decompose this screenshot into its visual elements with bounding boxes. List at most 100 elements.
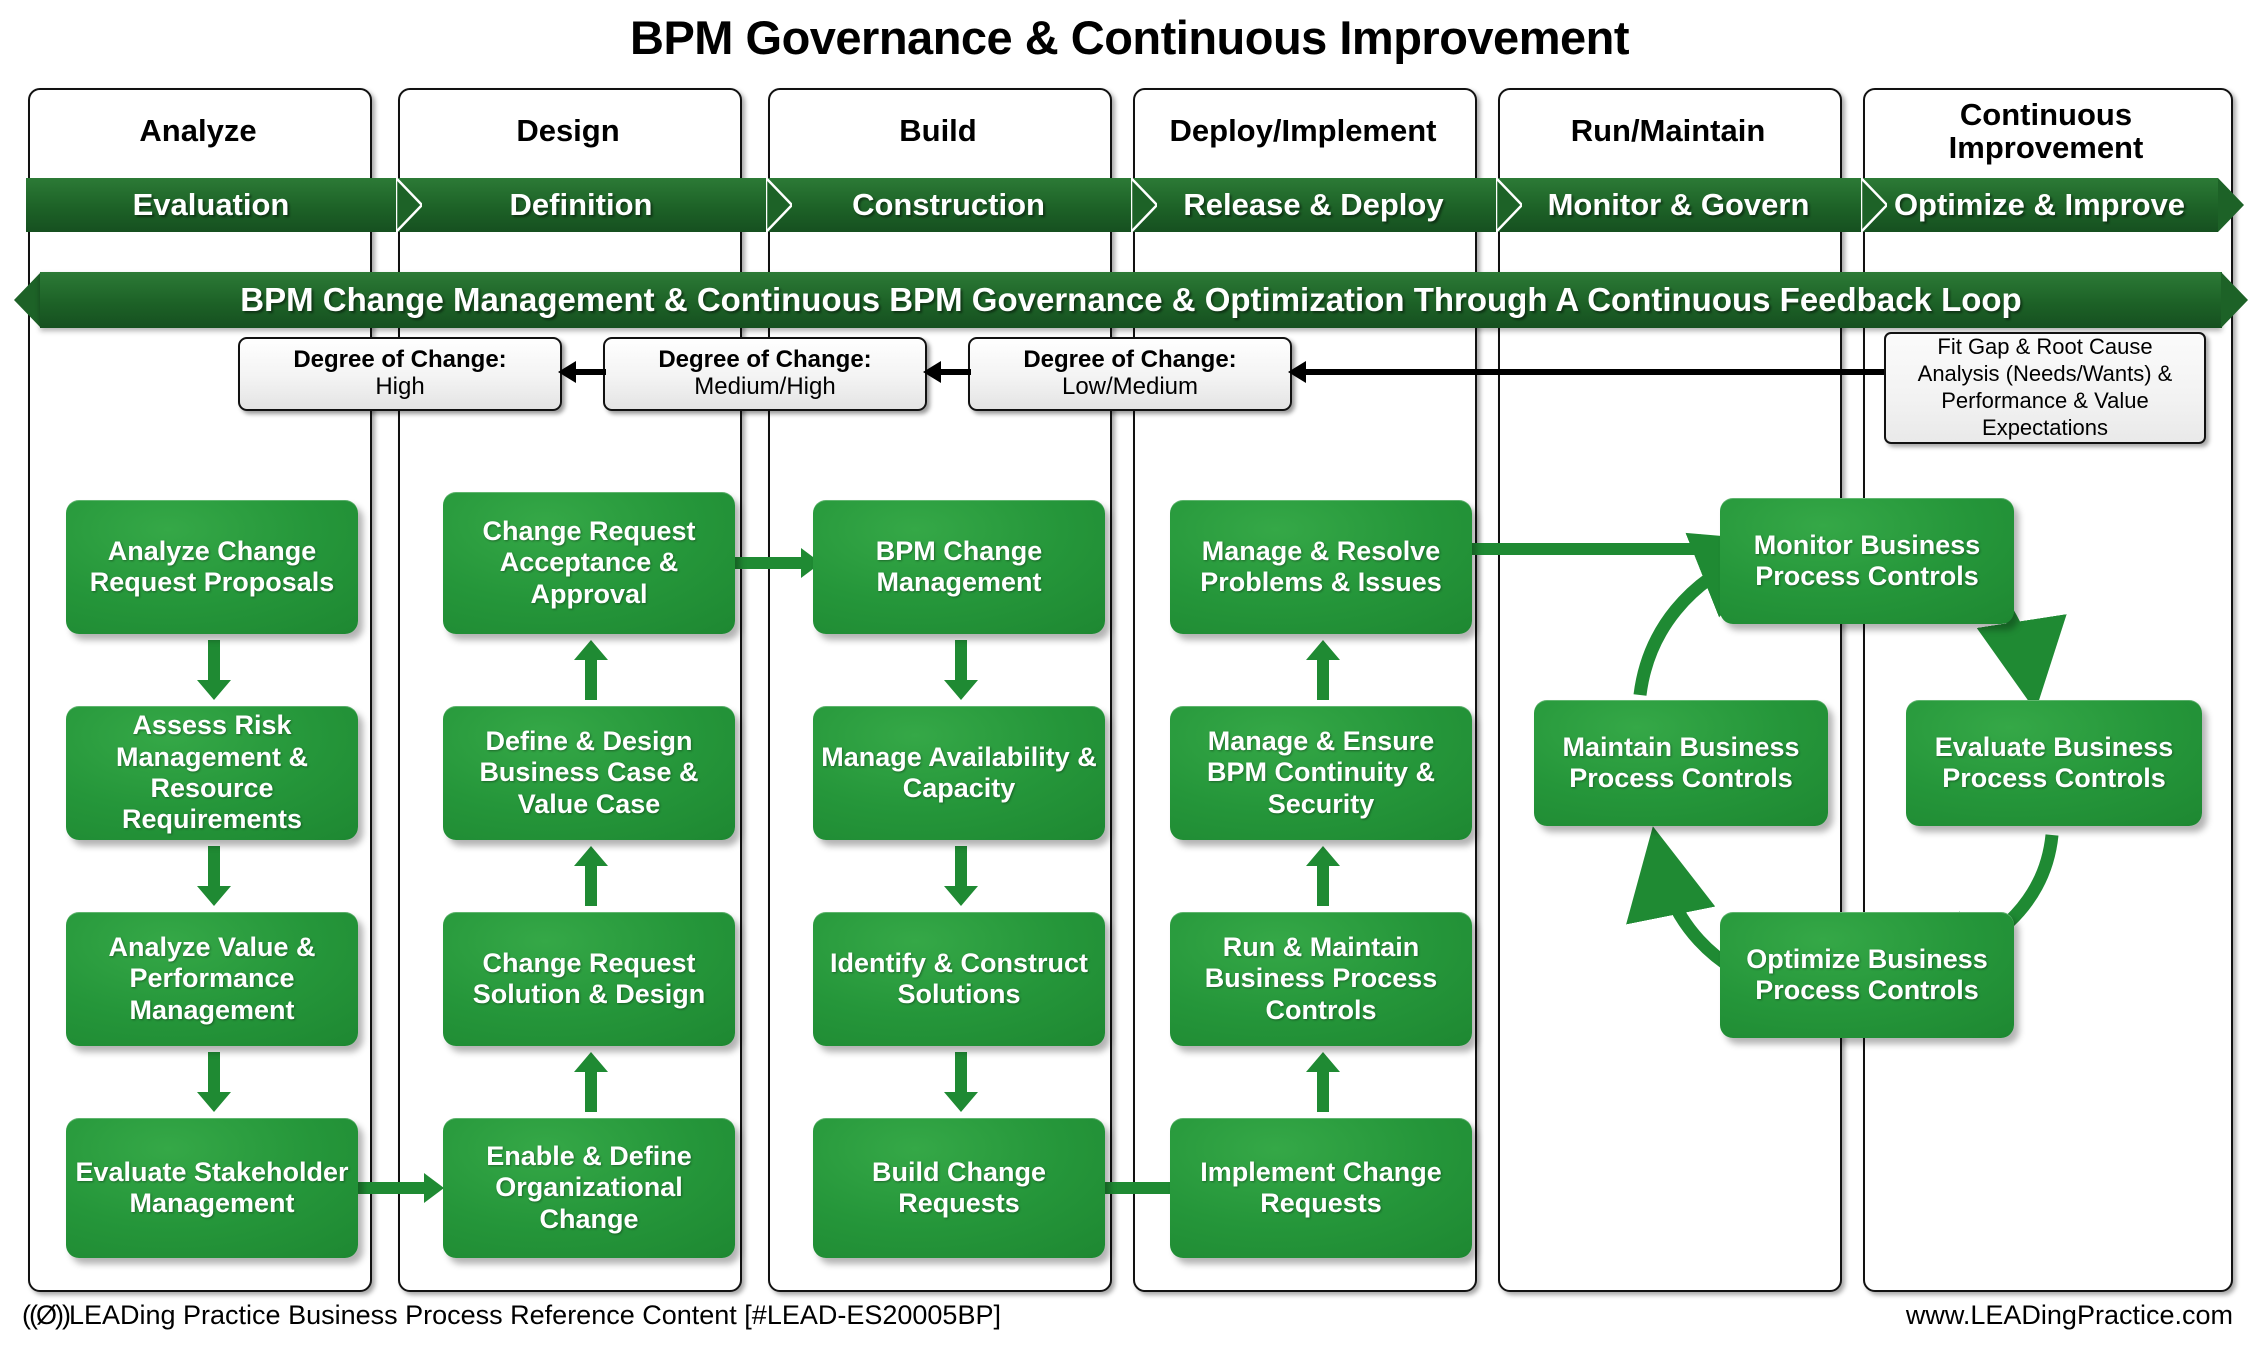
chevron-notch-icon xyxy=(766,178,792,232)
process-box-evaluate-stakeholder-management[interactable]: Evaluate Stakeholder Management xyxy=(66,1118,358,1258)
process-box-change-request-acceptance-approval[interactable]: Change Request Acceptance & Approval xyxy=(443,492,735,634)
degree-label: Degree of Change: xyxy=(658,346,872,374)
arrow-analyze-to-design xyxy=(358,1173,444,1203)
leading-practice-logo-icon: ((Ø)) xyxy=(22,1300,71,1330)
process-box-assess-risk-management[interactable]: Assess Risk Management & Resource Requir… xyxy=(66,706,358,840)
arrow-design-to-build xyxy=(735,548,821,578)
column-heading-label: Analyze xyxy=(139,113,257,149)
arrow-analyze-2-to-3 xyxy=(197,846,231,906)
column-heading-label-line2: Improvement xyxy=(1948,130,2144,165)
process-box-maintain-business-process-controls[interactable]: Maintain Business Process Controls xyxy=(1534,700,1828,826)
column-heading-build: Build xyxy=(768,94,1108,168)
degree-label: Degree of Change: xyxy=(1023,346,1237,374)
arrow-deploy-to-monitor xyxy=(1466,534,1720,564)
process-box-label: Analyze Change Request Proposals xyxy=(89,535,335,597)
degree-value: Low/Medium xyxy=(1061,373,1199,400)
column-panel-design xyxy=(398,88,742,1292)
process-box-manage-ensure-bpm-continuity-security[interactable]: Manage & Ensure BPM Continuity & Securit… xyxy=(1170,706,1472,840)
phase-chevron-release-deploy: Release & Deploy xyxy=(1131,178,1522,232)
degree-of-change-high: Degree of Change: High xyxy=(238,337,562,411)
process-box-identify-construct-solutions[interactable]: Identify & Construct Solutions xyxy=(813,912,1105,1046)
degree-value: Medium/High xyxy=(694,373,836,400)
footer-left-label: LEADing Practice Business Process Refere… xyxy=(68,1300,1001,1330)
process-box-label: Monitor Business Process Controls xyxy=(1753,529,1981,591)
column-panel-build xyxy=(768,88,1112,1292)
process-box-build-change-requests[interactable]: Build Change Requests xyxy=(813,1118,1105,1258)
phase-label: Construction xyxy=(852,187,1045,222)
column-heading-continuous: Continuous Improvement xyxy=(1863,94,2229,168)
process-box-label: Build Change Requests xyxy=(872,1156,1046,1218)
column-heading-deploy: Deploy/Implement xyxy=(1133,94,1473,168)
footer-left: ((Ø))LEADing Practice Business Process R… xyxy=(22,1300,1001,1331)
fit-gap-analysis-box: Fit Gap & Root Cause Analysis (Needs/Wan… xyxy=(1884,332,2206,444)
arrow-build-1-to-2 xyxy=(944,640,978,700)
process-box-label: Optimize Business Process Controls xyxy=(1746,943,1988,1005)
arrow-build-3-to-4 xyxy=(944,1052,978,1112)
degree-value: High xyxy=(375,373,425,400)
phase-chevron-monitor-govern: Monitor & Govern xyxy=(1496,178,1887,232)
column-heading-label: Build xyxy=(899,113,977,149)
phase-label: Monitor & Govern xyxy=(1547,187,1810,222)
process-box-optimize-business-process-controls[interactable]: Optimize Business Process Controls xyxy=(1720,912,2014,1038)
process-box-change-request-solution-design[interactable]: Change Request Solution & Design xyxy=(443,912,735,1046)
column-heading-label-line1: Continuous xyxy=(1959,96,2133,132)
banner-right-arrow-icon xyxy=(2221,272,2248,328)
process-box-enable-define-organizational-change[interactable]: Enable & Define Organizational Change xyxy=(443,1118,735,1258)
process-box-analyze-value-performance[interactable]: Analyze Value & Performance Management xyxy=(66,912,358,1046)
process-box-analyze-change-request-proposals[interactable]: Analyze Change Request Proposals xyxy=(66,500,358,634)
degree-of-change-low-medium: Degree of Change: Low/Medium xyxy=(968,337,1292,411)
process-box-monitor-business-process-controls[interactable]: Monitor Business Process Controls xyxy=(1720,498,2014,624)
arrow-design-4-to-3 xyxy=(574,1052,608,1112)
arrow-analyze-3-to-4 xyxy=(197,1052,231,1112)
process-box-label: BPM Change Management xyxy=(875,535,1043,597)
process-box-run-maintain-business-process-controls[interactable]: Run & Maintain Business Process Controls xyxy=(1170,912,1472,1046)
chevron-notch-icon xyxy=(1861,178,1887,232)
process-box-define-design-business-case[interactable]: Define & Design Business Case & Value Ca… xyxy=(443,706,735,840)
process-box-label: Evaluate Stakeholder Management xyxy=(75,1156,349,1218)
chevron-notch-icon xyxy=(396,178,422,232)
phase-chevron-evaluation: Evaluation xyxy=(26,178,422,232)
process-box-label: Identify & Construct Solutions xyxy=(829,947,1088,1009)
process-box-evaluate-business-process-controls[interactable]: Evaluate Business Process Controls xyxy=(1906,700,2202,826)
footer-right-url[interactable]: www.LEADingPractice.com xyxy=(1905,1300,2233,1330)
arrow-deploy-4-to-3 xyxy=(1306,1052,1340,1112)
process-box-label: Manage Availability & Capacity xyxy=(821,741,1097,803)
process-box-label: Define & Design Business Case & Value Ca… xyxy=(479,726,699,819)
phase-label: Release & Deploy xyxy=(1183,187,1444,222)
process-box-label: Change Request Acceptance & Approval xyxy=(482,516,696,609)
arrow-design-2-to-1 xyxy=(574,640,608,700)
degree-label: Degree of Change: xyxy=(293,346,507,374)
process-box-label: Manage & Resolve Problems & Issues xyxy=(1200,535,1442,597)
process-box-label: Evaluate Business Process Controls xyxy=(1934,731,2174,793)
phase-label: Definition xyxy=(509,187,653,222)
process-box-label: Enable & Define Organizational Change xyxy=(486,1141,692,1234)
process-box-manage-availability-capacity[interactable]: Manage Availability & Capacity xyxy=(813,706,1105,840)
arrow-analyze-1-to-2 xyxy=(197,640,231,700)
process-box-label: Run & Maintain Business Process Controls xyxy=(1204,932,1438,1025)
column-panel-deploy xyxy=(1133,88,1477,1292)
page-title: BPM Governance & Continuous Improvement xyxy=(630,11,1629,64)
column-heading-run: Run/Maintain xyxy=(1498,94,1838,168)
process-box-bpm-change-management[interactable]: BPM Change Management xyxy=(813,500,1105,634)
fit-gap-label: Fit Gap & Root Cause Analysis (Needs/Wan… xyxy=(1917,334,2173,440)
phase-label: Evaluation xyxy=(132,187,290,222)
process-box-manage-resolve-problems-issues[interactable]: Manage & Resolve Problems & Issues xyxy=(1170,500,1472,634)
process-box-label: Assess Risk Management & Resource Requir… xyxy=(115,710,309,835)
column-heading-label: Design xyxy=(516,113,620,149)
phase-chevron-optimize-improve: Optimize & Improve xyxy=(1861,178,2244,232)
column-heading-analyze: Analyze xyxy=(28,94,368,168)
arrow-deploy-3-to-2 xyxy=(1306,846,1340,906)
feedback-arrow-to-medium-high xyxy=(923,361,971,383)
feedback-arrow-from-fitgap xyxy=(1288,361,1886,383)
phase-chevron-band: Evaluation Definition Construction Relea… xyxy=(26,178,2244,232)
process-box-label: Manage & Ensure BPM Continuity & Securit… xyxy=(1207,726,1435,819)
degree-of-change-medium-high: Degree of Change: Medium/High xyxy=(603,337,927,411)
chevron-notch-icon xyxy=(1131,178,1157,232)
phase-chevron-definition: Definition xyxy=(396,178,792,232)
column-heading-design: Design xyxy=(398,94,738,168)
column-heading-label: Deploy/Implement xyxy=(1169,113,1437,149)
feedback-arrow-to-high xyxy=(558,361,606,383)
chevron-arrow-end-icon xyxy=(2218,178,2244,232)
process-box-implement-change-requests[interactable]: Implement Change Requests xyxy=(1170,1118,1472,1258)
process-box-label: Maintain Business Process Controls xyxy=(1562,731,1800,793)
